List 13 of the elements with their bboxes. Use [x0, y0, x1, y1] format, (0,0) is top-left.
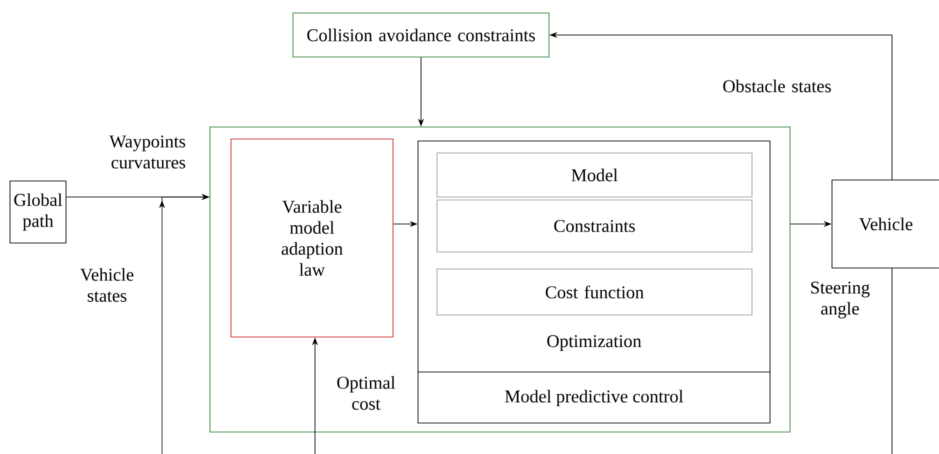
edge-label: Obstacle states: [723, 80, 831, 92]
model-box: Model: [436, 152, 752, 198]
cost-function-box: Cost function: [436, 268, 752, 316]
edge-label: Optimal cost: [337, 376, 396, 410]
adaption-law-box: Variable model adaption law: [230, 138, 394, 338]
vehicle-box: Vehicle: [832, 180, 939, 268]
process-box: Global path: [10, 180, 66, 244]
controller-frame: [210, 126, 790, 432]
constraints-box: Constraints: [436, 200, 752, 252]
edge-label: Waypoints curvatures: [109, 135, 186, 169]
edge-label: Vehicle states: [80, 268, 134, 302]
constraint-box: Collision avoidance constraints: [292, 12, 550, 58]
edge-label: Steering angle: [811, 282, 870, 318]
